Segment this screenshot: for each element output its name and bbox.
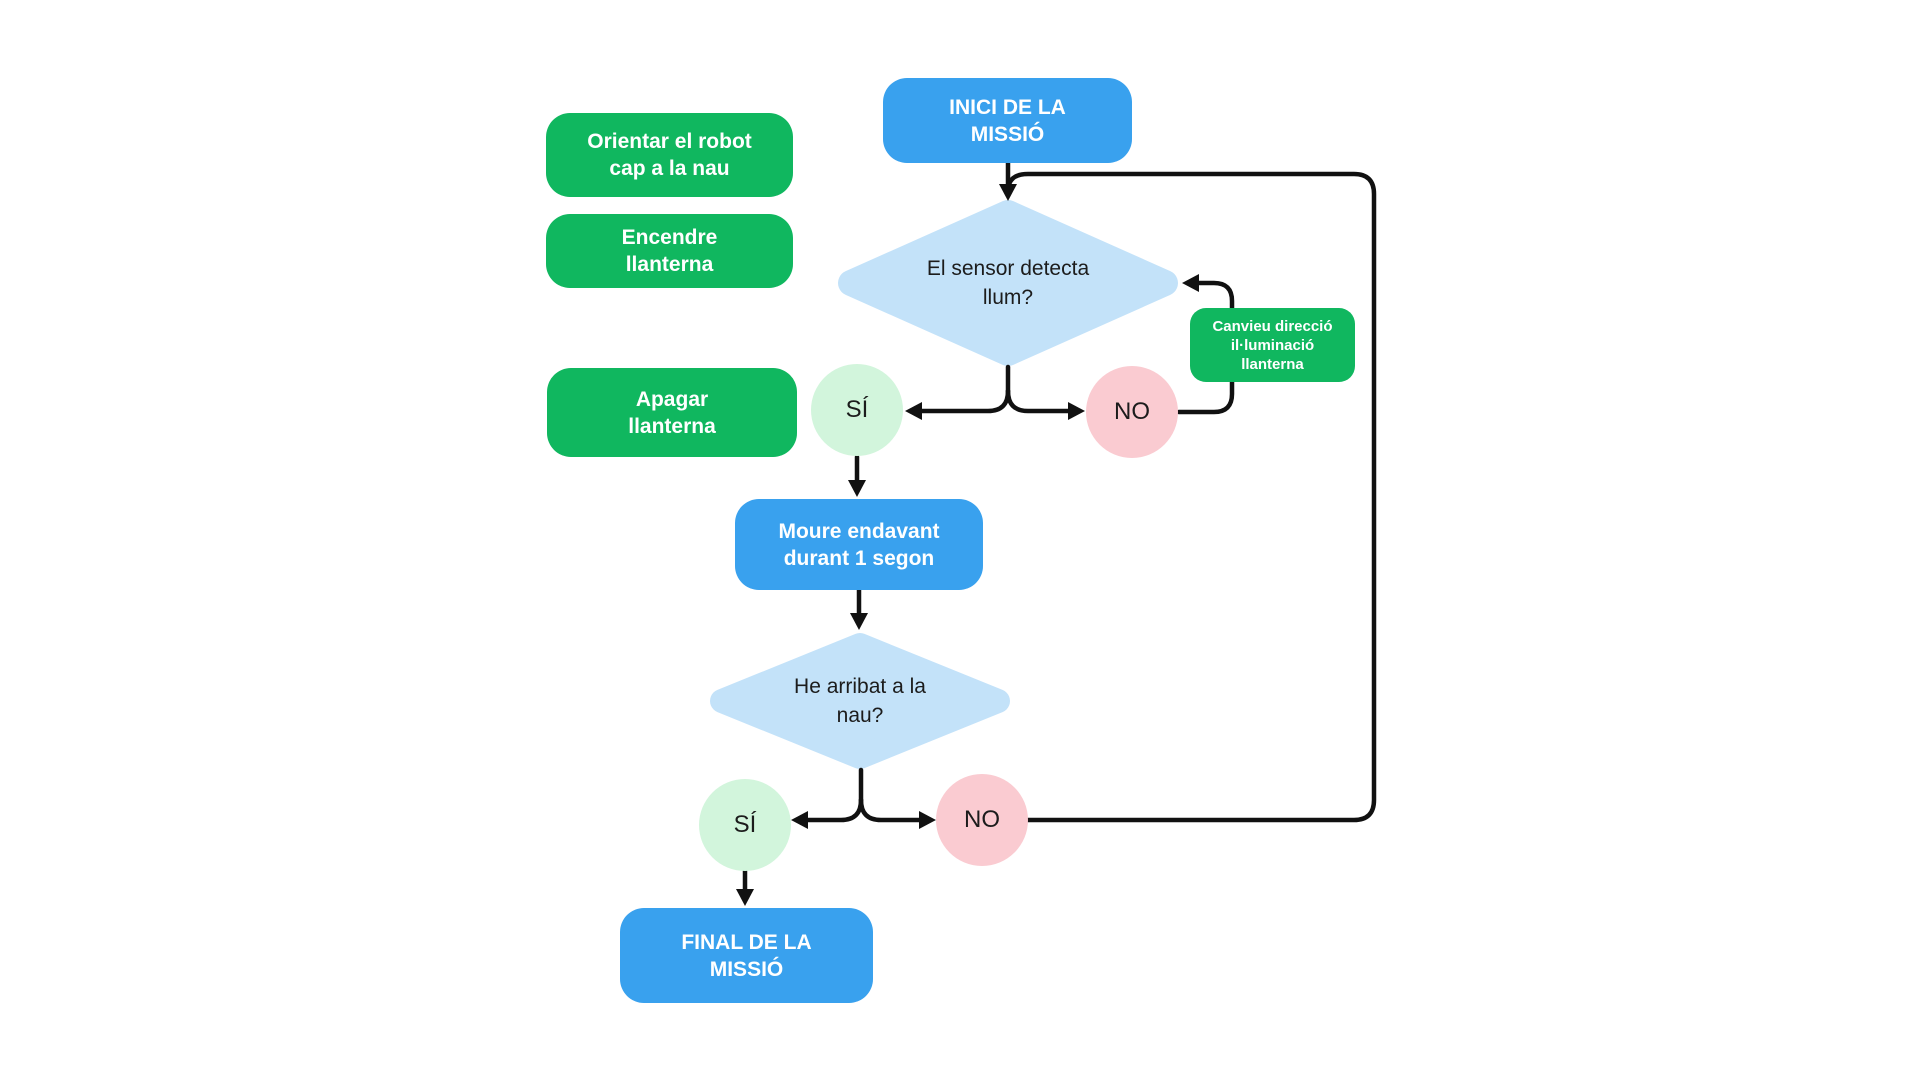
- no-circle-1-label: NO: [1114, 398, 1150, 425]
- start-label: INICI DE LA MISSIÓ: [949, 95, 1066, 146]
- decision-sensor-label: El sensor detecta llum?: [926, 257, 1090, 309]
- end-label: FINAL DE LA MISSIÓ: [681, 930, 812, 981]
- no-circle-1: NO: [1086, 366, 1178, 458]
- change-flashlight-direction-label: Canvieu direcció il·luminació llanterna: [1212, 317, 1333, 373]
- no-circle-2-label: NO: [964, 806, 1000, 833]
- turn-off-flashlight-label: Apagar llanterna: [628, 387, 716, 438]
- turn-on-flashlight-node: Encendre llanterna: [546, 214, 793, 288]
- diamond-shape: [710, 633, 1010, 769]
- move-forward-node: Moure endavant durant 1 segon: [735, 499, 983, 590]
- move-forward-label: Moure endavant durant 1 segon: [778, 519, 940, 570]
- orient-robot-node: Orientar el robot cap a la nau: [546, 113, 793, 197]
- connector-arrowheads: [736, 184, 1199, 906]
- start-node: INICI DE LA MISSIÓ: [883, 78, 1132, 163]
- no-circle-2: NO: [936, 774, 1028, 866]
- turn-off-flashlight-node: Apagar llanterna: [547, 368, 797, 457]
- end-node: FINAL DE LA MISSIÓ: [620, 908, 873, 1003]
- yes-circle-2-label: SÍ: [733, 811, 757, 838]
- yes-circle-2: SÍ: [699, 779, 791, 871]
- yes-circle-1-label: SÍ: [845, 396, 869, 423]
- decision-arrived-at-ship: He arribat a la nau?: [710, 632, 1010, 770]
- yes-circle-1: SÍ: [811, 364, 903, 456]
- turn-on-flashlight-label: Encendre llanterna: [621, 226, 718, 276]
- decision-arrived-label: He arribat a la nau?: [794, 675, 926, 727]
- decision-sensor-detects-light: El sensor detecta llum?: [838, 199, 1178, 367]
- change-flashlight-direction-node: Canvieu direcció il·luminació llanterna: [1190, 308, 1355, 382]
- diamond-shape: [838, 200, 1178, 366]
- orient-robot-label: Orientar el robot cap a la nau: [587, 130, 752, 180]
